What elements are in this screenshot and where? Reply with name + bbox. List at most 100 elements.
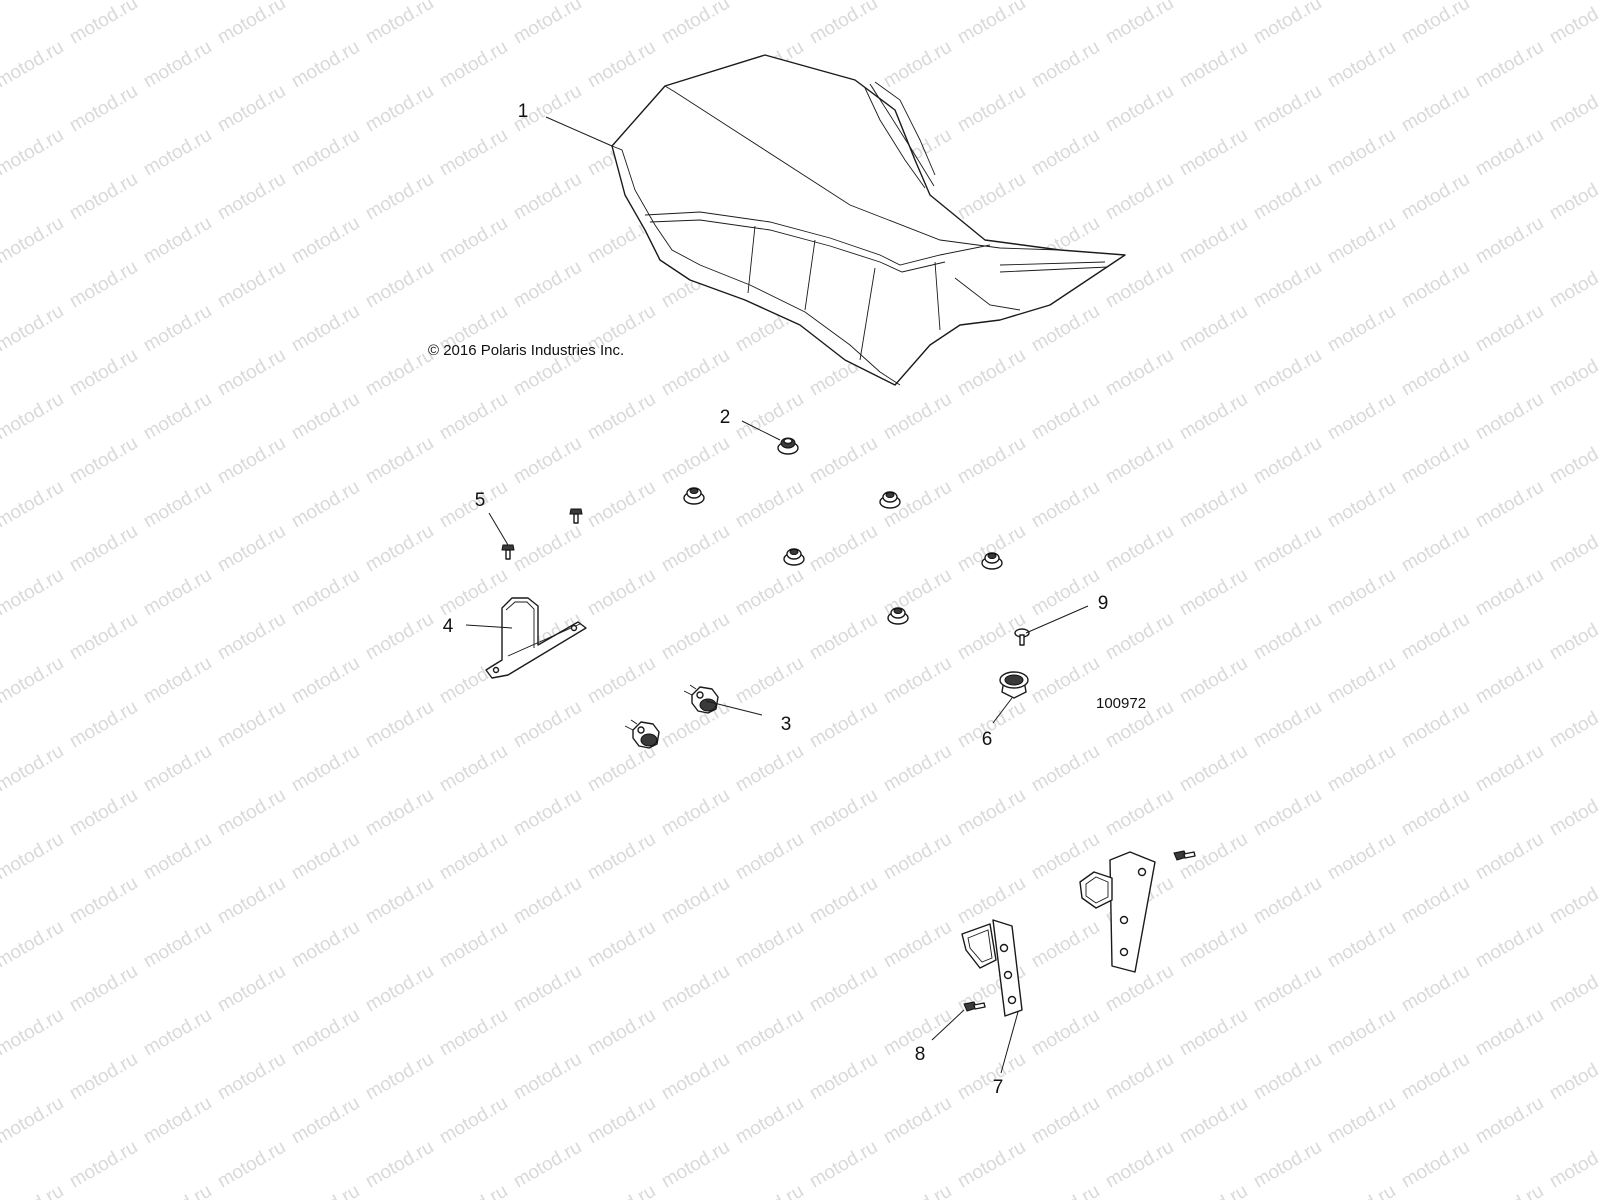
watermark-text: motod.ru — [1028, 0, 1103, 4]
watermark-text: motod.ru — [732, 0, 807, 4]
watermark-text: motod.ru — [66, 433, 141, 489]
watermark-text: motod.ru — [806, 609, 881, 665]
watermark-text: motod.ru — [1028, 301, 1103, 357]
watermark-text: motod.ru — [1102, 257, 1177, 313]
grommet-part[interactable] — [683, 437, 1003, 625]
watermark-text: motod.ru — [510, 257, 585, 313]
watermark-text: motod.ru — [806, 1049, 881, 1105]
watermark-text: motod.ru — [362, 257, 437, 313]
watermark-text: motod.ru — [1472, 653, 1547, 709]
watermark-text: motod.ru — [0, 653, 67, 709]
watermark-text: motod.ru — [214, 785, 289, 841]
watermark-text: motod.ru — [0, 1005, 67, 1061]
watermark-text: motod.ru — [658, 0, 733, 48]
watermark-text: motod.ru — [1028, 917, 1103, 973]
watermark-text: motod.ru — [732, 477, 807, 533]
watermark-text: motod.ru — [1324, 1181, 1399, 1200]
watermark-text: motod.ru — [214, 1049, 289, 1105]
watermark-text: motod.ru — [0, 565, 67, 621]
watermark-text: motod.ru — [66, 169, 141, 225]
watermark-text: motod.ru — [1324, 477, 1399, 533]
watermark-text: motod.ru — [362, 81, 437, 137]
watermark-text: motod.ru — [658, 961, 733, 1017]
watermark-text: motod.ru — [66, 0, 141, 48]
watermark-text: motod.ru — [288, 1093, 363, 1149]
watermark-text: motod.ru — [510, 433, 585, 489]
watermark-text: motod.ru — [732, 1005, 807, 1061]
watermark-text: motod.ru — [66, 1049, 141, 1105]
callout-2: 2 — [720, 407, 731, 428]
watermark-text: motod.ru — [140, 125, 215, 181]
watermark-text: motod.ru — [0, 0, 67, 4]
watermark-text: motod.ru — [362, 1049, 437, 1105]
watermark-text: motod.ru — [1398, 609, 1473, 665]
bolt-part[interactable] — [501, 508, 583, 560]
watermark-text: motod.ru — [954, 1137, 1029, 1193]
watermark-text: motod.ru — [806, 785, 881, 841]
watermark-text: motod.ru — [288, 477, 363, 533]
watermark-text: motod.ru — [1398, 697, 1473, 753]
bumper-part[interactable] — [999, 671, 1029, 699]
watermark-text: motod.ru — [436, 741, 511, 797]
small-bolt-part[interactable] — [963, 850, 1196, 1012]
watermark-text: motod.ru — [1472, 301, 1547, 357]
watermark-text: motod.ru — [66, 609, 141, 665]
watermark-text: motod.ru — [214, 1137, 289, 1193]
watermark-text: motod.ru — [1250, 169, 1325, 225]
watermark-text: motod.ru — [732, 917, 807, 973]
copyright-note: © 2016 Polaris Industries Inc. — [428, 342, 624, 359]
watermark-text: motod.ru — [880, 741, 955, 797]
watermark-text: motod.ru — [140, 1181, 215, 1200]
watermark-text: motod.ru — [1546, 961, 1600, 1017]
watermark-text: motod.ru — [140, 917, 215, 973]
watermark-text: motod.ru — [584, 477, 659, 533]
watermark-text: motod.ru — [214, 697, 289, 753]
watermark-text: motod.ru — [732, 829, 807, 885]
watermark-text: motod.ru — [1102, 961, 1177, 1017]
watermark-text: motod.ru — [362, 609, 437, 665]
watermark-text: motod.ru — [66, 1137, 141, 1193]
watermark-text: motod.ru — [66, 521, 141, 577]
callout-7: 7 — [993, 1077, 1004, 1098]
watermark-text: motod.ru — [0, 829, 67, 885]
watermark-text: motod.ru — [288, 829, 363, 885]
watermark-text: motod.ru — [1176, 1093, 1251, 1149]
watermark-text: motod.ru — [1472, 0, 1547, 4]
bracket-part[interactable] — [485, 597, 587, 679]
watermark-text: motod.ru — [806, 521, 881, 577]
watermark-text: motod.ru — [140, 829, 215, 885]
latch-part[interactable] — [624, 684, 719, 749]
watermark-text: motod.ru — [288, 213, 363, 269]
watermark-text: motod.ru — [1102, 1049, 1177, 1105]
watermark-text: motod.ru — [140, 301, 215, 357]
watermark-text: motod.ru — [880, 389, 955, 445]
watermark-text: motod.ru — [436, 1005, 511, 1061]
watermark-text: motod.ru — [1324, 37, 1399, 93]
watermark-text: motod.ru — [1028, 1181, 1103, 1200]
seat-part[interactable] — [611, 54, 1126, 386]
watermark-text: motod.ru — [1250, 873, 1325, 929]
watermark-text: motod.ru — [1398, 873, 1473, 929]
watermark-text: motod.ru — [66, 345, 141, 401]
watermark-text: motod.ru — [954, 0, 1029, 48]
watermark-text: motod.ru — [1028, 741, 1103, 797]
hinge-bracket-part[interactable] — [961, 851, 1156, 1017]
watermark-text: motod.ru — [1176, 741, 1251, 797]
watermark-text: motod.ru — [362, 345, 437, 401]
watermark-text: motod.ru — [1472, 125, 1547, 181]
watermark-text: motod.ru — [288, 565, 363, 621]
watermark-text: motod.ru — [1102, 1137, 1177, 1193]
watermark-text: motod.ru — [140, 0, 215, 4]
watermark-text: motod.ru — [1028, 1005, 1103, 1061]
watermark-text: motod.ru — [1324, 389, 1399, 445]
callout-4: 4 — [443, 616, 454, 637]
watermark-text: motod.ru — [1102, 609, 1177, 665]
watermark-text: motod.ru — [732, 389, 807, 445]
watermark-text: motod.ru — [1324, 1005, 1399, 1061]
screw-part[interactable] — [1014, 628, 1030, 646]
watermark-text: motod.ru — [806, 433, 881, 489]
watermark-text: motod.ru — [732, 1181, 807, 1200]
watermark-text: motod.ru — [806, 0, 881, 48]
watermark-text: motod.ru — [1398, 785, 1473, 841]
watermark-text: motod.ru — [584, 37, 659, 93]
